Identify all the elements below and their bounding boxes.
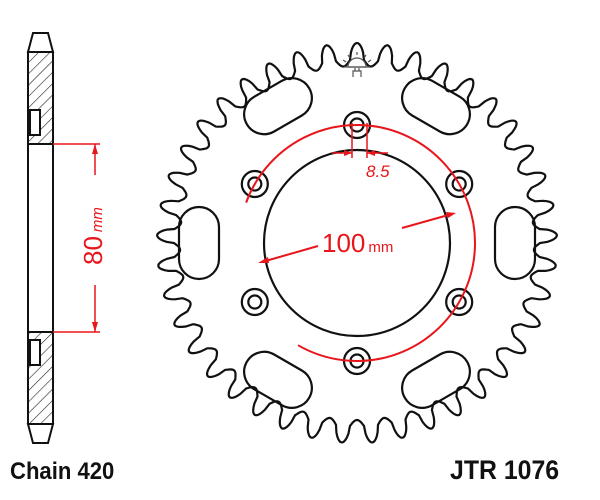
offset-dimension [53, 143, 100, 333]
bolt-hole [451, 294, 467, 310]
lightening-slot [243, 350, 313, 409]
bolt-hole [247, 294, 263, 310]
side-profile [26, 32, 55, 444]
bolt-hole-boss [445, 169, 474, 199]
sun-logo-icon [342, 52, 372, 77]
offset-dimension-label: 80mm [78, 207, 108, 265]
bolt-hole-dimension [332, 123, 388, 158]
center-bore [262, 148, 452, 338]
lightening-slot [243, 77, 313, 136]
lightening-slot [401, 77, 471, 136]
lightening-slot [493, 205, 537, 281]
bolt-hole [247, 176, 263, 192]
part-number: JTR 1076 [450, 455, 560, 485]
bolt-hole-boss [445, 287, 474, 317]
lightening-slot [401, 350, 471, 409]
pcd-dimension [245, 124, 476, 362]
sprocket-teeth [155, 41, 559, 444]
bolt-hole-boss [240, 169, 269, 199]
lightening-slot [177, 205, 221, 281]
chain-label: Chain 420 [10, 458, 115, 485]
bolt-hole-boss [240, 287, 269, 317]
bolt-hole-dimension-label: 8.5 [366, 162, 390, 181]
bolt-hole [451, 176, 467, 192]
